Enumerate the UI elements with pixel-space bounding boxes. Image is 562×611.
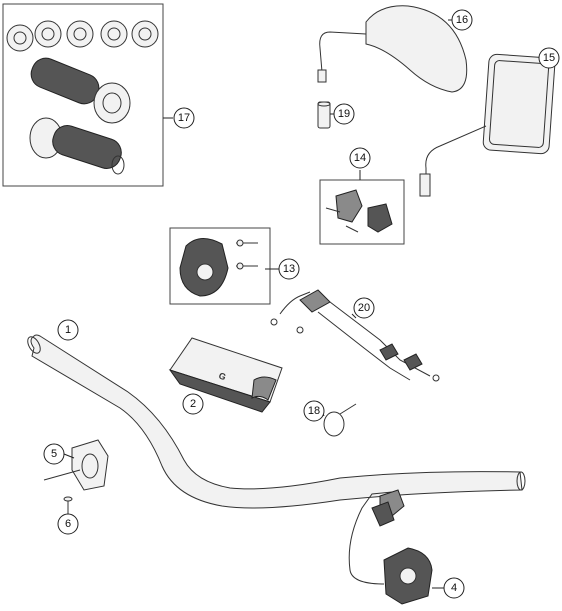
screw-group: 6 [57,496,79,535]
mirror-left-group: 16 [317,5,473,93]
callout-19-label: 19 [338,108,350,120]
callout-14-label: 14 [354,152,366,164]
callout-16-label: 16 [456,14,468,26]
callout-15 [538,47,560,69]
lever-clamp-box [319,179,405,245]
callout-5-label: 5 [51,448,57,460]
mirror-right-group: 15 [419,47,560,197]
callout-14 [349,147,371,169]
callout-6 [57,513,79,535]
callout-6-label: 6 [65,518,71,530]
callout-17 [173,107,195,129]
callout-18-label: 18 [308,405,320,417]
cable-tie-group: 18 [303,400,357,437]
cable-tie [323,411,345,437]
callout-5 [43,443,65,465]
throttle-cams [6,20,159,52]
left-clamp-group: 5 [43,439,109,491]
mirror-left [365,5,468,93]
left-clamp [71,439,109,491]
callout-20-label: 20 [358,302,370,314]
bar-pad-group: G 2 [168,337,283,415]
handlebar [30,334,523,509]
callout-4 [443,577,465,599]
right-switch-group: 4 [348,489,465,605]
throttle-grip-lower [29,117,125,175]
callout-13-label: 13 [283,263,295,275]
callout-13 [278,258,300,280]
callout-2 [182,393,204,415]
callout-1 [57,319,79,341]
bar-pad-logo: G [217,370,227,382]
wiring-harness-group: 20 [270,289,440,382]
callout-19 [333,103,355,125]
callout-15-label: 15 [543,52,555,64]
handlebar-group: 1 [27,319,526,509]
grip-kit-group: 17 [2,3,195,187]
callout-1-label: 1 [65,324,71,336]
switch-box [169,227,271,305]
mirror-adapter-group: 19 [317,101,355,129]
throttle-grip-upper [30,57,131,124]
switch-group: 13 [169,227,300,305]
callout-20 [353,297,375,319]
grip-kit-box [2,3,164,187]
callout-17-label: 17 [178,112,190,124]
callout-16 [451,9,473,31]
lever-clamp-group: 14 [319,147,405,245]
callout-4-label: 4 [451,582,457,594]
mirror-right [482,53,556,155]
callout-18 [303,400,325,422]
callout-2-label: 2 [190,398,196,410]
